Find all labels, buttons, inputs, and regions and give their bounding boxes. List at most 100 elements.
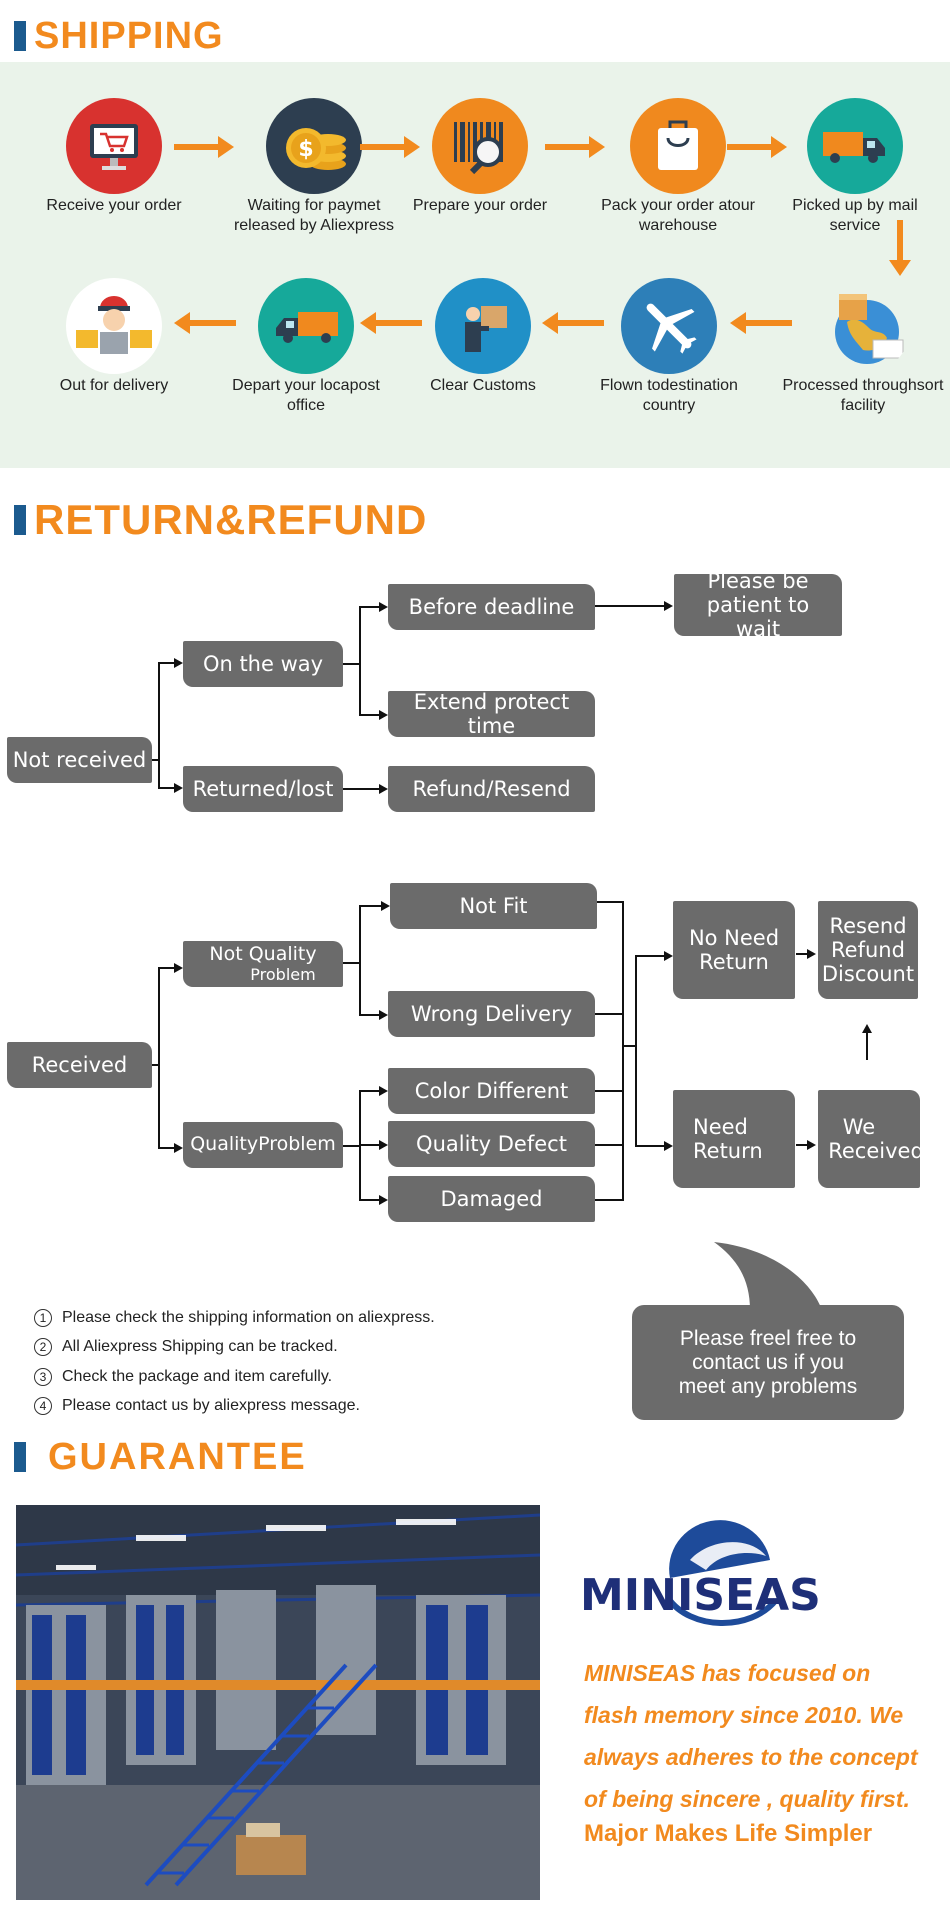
globe-package-icon (815, 278, 911, 374)
connector (152, 1064, 159, 1066)
guarantee-heading: GUARANTEE (14, 1436, 307, 1478)
node-no-need-line2: Return (699, 950, 769, 974)
step-label: Prepare your order (412, 197, 548, 214)
node-resend-line2: Refund (831, 937, 905, 962)
note-text: Please contact us by aliexpress message. (62, 1397, 360, 1415)
arrow-right (545, 136, 605, 158)
connector (158, 967, 176, 969)
connector (359, 1199, 381, 1201)
connector (343, 1145, 360, 1147)
step-processed: Processed throughsort facility (778, 278, 948, 416)
step-label: Flown todestination country (600, 377, 738, 414)
bubble-line3: meet any problems (678, 1374, 858, 1398)
note-item: 2 All Aliexpress Shipping can be tracked. (34, 1333, 435, 1363)
node-refund-resend: Refund/Resend (388, 766, 595, 812)
connector (359, 1144, 381, 1146)
node-damaged: Damaged (388, 1176, 595, 1222)
node-not-quality-problem: Not Quality Problem (183, 941, 343, 987)
step-receive-order: Receive your order (29, 98, 199, 216)
connector (343, 962, 360, 964)
node-we-line1: We (842, 1114, 876, 1139)
arrowhead (174, 1143, 183, 1153)
node-we-line2: Received (828, 1139, 920, 1163)
shipping-title: SHIPPING (34, 14, 224, 57)
step-clear-customs: Clear Customs (398, 278, 568, 396)
speech-bubble-tail (714, 1242, 822, 1310)
airplane-icon (621, 278, 717, 374)
node-on-the-way: On the way (183, 641, 343, 687)
step-label: Pack your order atour warehouse (601, 197, 755, 234)
connector (158, 1147, 176, 1149)
shopping-bag-icon (630, 98, 726, 194)
arrowhead (379, 1010, 388, 1020)
node-resend-line1: Resend (829, 913, 907, 938)
note-text: All Aliexpress Shipping can be tracked. (62, 1338, 338, 1356)
arrow-left (730, 312, 792, 334)
heading-bar (14, 1442, 26, 1472)
brand-line: MINISEAS has focused on (584, 1660, 871, 1686)
arrowhead (379, 1140, 388, 1150)
node-no-need-return: No Need Return (673, 901, 795, 999)
step-label: Processed throughsort facility (782, 377, 944, 414)
barcode-magnifier-icon (432, 98, 528, 194)
node-extend-protect: Extend protect time (388, 690, 595, 738)
connector (152, 759, 159, 761)
node-need-return: Need Return (673, 1090, 795, 1188)
slogan: Major Makes Life Simpler (584, 1820, 873, 1847)
node-quality-defect: Quality Defect (388, 1121, 595, 1167)
step-out-for-delivery: Out for delivery (29, 278, 199, 396)
arrowhead (379, 710, 388, 720)
node-not-fit: Not Fit (390, 883, 597, 929)
svg-text:$: $ (298, 137, 313, 162)
connector (622, 1045, 636, 1047)
connector (158, 787, 176, 789)
step-prepare-order: Prepare your order (395, 98, 565, 216)
step-label: Out for delivery (59, 377, 169, 394)
step-label: Waiting for paymet released by Aliexpres… (233, 197, 395, 234)
connector (343, 788, 381, 790)
node-please-wait-text: Please be patient to wait (706, 568, 810, 642)
arrowhead (664, 1141, 673, 1151)
connector (359, 905, 383, 907)
connector (359, 606, 361, 715)
cart-computer-icon (66, 98, 162, 194)
arrowhead (379, 1195, 388, 1205)
connector (359, 1014, 381, 1016)
connector (595, 1013, 623, 1015)
connector (595, 605, 665, 607)
connector (866, 1032, 868, 1060)
connector (359, 905, 361, 1015)
node-resend-refund-discount: Resend Refund Discount (818, 901, 918, 999)
logo-text: MINISEAS (580, 1570, 821, 1621)
connector (359, 606, 381, 608)
arrowhead-up (862, 1024, 872, 1033)
refund-title: RETURN&REFUND (34, 496, 428, 543)
note-number: 2 (34, 1338, 52, 1357)
bubble-line1: Please freel free to (679, 1326, 857, 1350)
step-flown: Flown todestination country (584, 278, 754, 416)
arrowhead (664, 601, 673, 611)
node-color-different: Color Different (388, 1068, 595, 1114)
node-need-line1: Need (693, 1114, 748, 1139)
contact-bubble: Please freel free to contact us if you m… (632, 1305, 904, 1420)
connector (359, 714, 381, 716)
connector (597, 901, 623, 903)
connector (635, 955, 665, 957)
node-before-deadline: Before deadline (388, 584, 595, 630)
connector (595, 1090, 623, 1092)
shipping-heading: SHIPPING (14, 14, 224, 57)
coins-icon: $ (266, 98, 362, 194)
connector (635, 1145, 665, 1147)
arrowhead (379, 1086, 388, 1096)
warehouse-photo (16, 1505, 540, 1900)
arrow-right (174, 136, 234, 158)
arrowhead (664, 951, 673, 961)
arrowhead (381, 901, 390, 911)
node-resend-line3: Discount (821, 962, 915, 987)
connector (796, 1144, 808, 1146)
step-label: Picked up by mail service (792, 197, 918, 234)
brand-line: of being sincere , quality first. (584, 1786, 910, 1812)
arrow-right (727, 136, 787, 158)
